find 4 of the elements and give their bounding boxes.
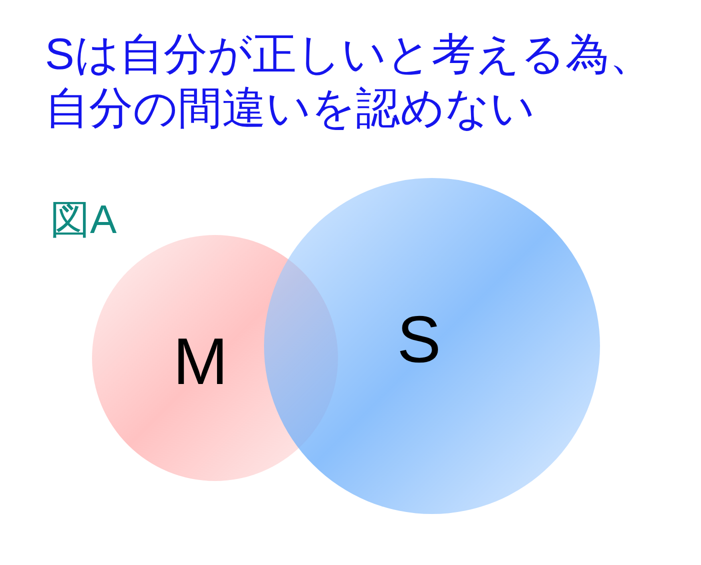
title: Sは自分が正しいと考える為、自分の間違いを認めない: [45, 29, 654, 135]
figure-label: 図A: [50, 197, 117, 244]
set-label: M: [173, 328, 228, 394]
set-label: S: [397, 306, 442, 372]
